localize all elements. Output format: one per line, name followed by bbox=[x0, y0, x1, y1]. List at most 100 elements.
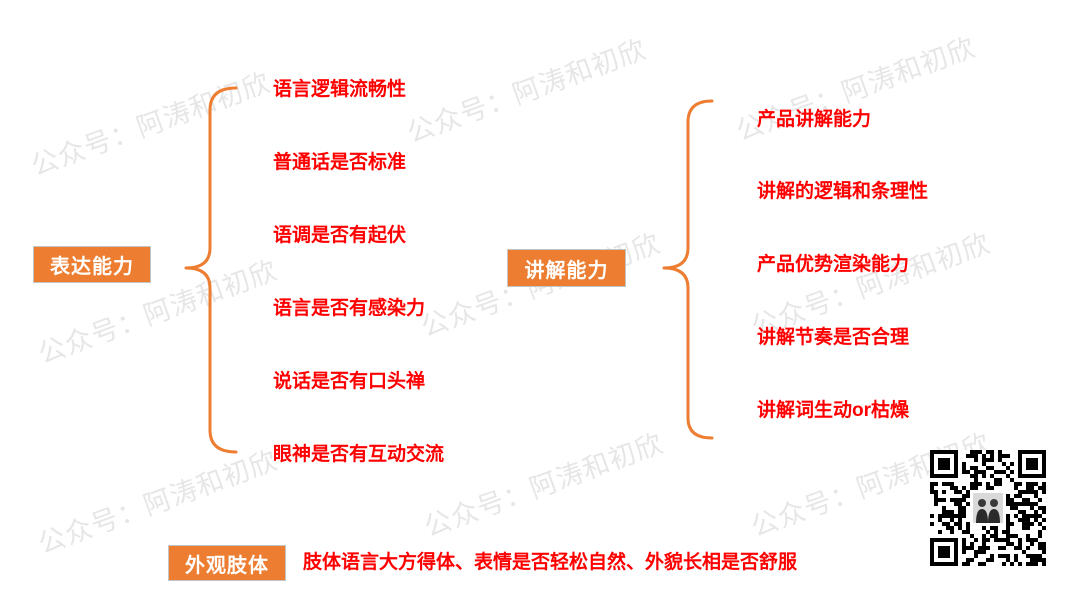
qr-module bbox=[930, 522, 934, 526]
qr-module bbox=[950, 486, 954, 490]
right-brace bbox=[662, 99, 714, 440]
qr-module bbox=[966, 502, 970, 506]
qr-module bbox=[982, 538, 986, 542]
qr-module bbox=[1042, 542, 1046, 546]
qr-module bbox=[1034, 518, 1038, 522]
qr-module bbox=[998, 454, 1002, 458]
qr-module bbox=[1034, 502, 1038, 506]
qr-module bbox=[1042, 518, 1046, 522]
explanation-item: 产品讲解能力 bbox=[757, 109, 872, 130]
qr-module bbox=[970, 542, 974, 546]
qr-module bbox=[1026, 482, 1030, 486]
qr-module bbox=[974, 550, 978, 554]
qr-module bbox=[1030, 502, 1034, 506]
qr-module bbox=[1030, 490, 1034, 494]
qr-module bbox=[990, 454, 994, 458]
qr-module bbox=[1010, 470, 1014, 474]
qr-module bbox=[986, 530, 990, 534]
qr-module bbox=[962, 550, 966, 554]
qr-module bbox=[946, 526, 950, 530]
qr-module bbox=[998, 478, 1002, 482]
qr-module bbox=[966, 562, 970, 566]
qr-module bbox=[1018, 518, 1022, 522]
qr-module bbox=[1042, 550, 1046, 554]
qr-module bbox=[974, 474, 978, 478]
qr-module bbox=[1026, 490, 1030, 494]
qr-module bbox=[1042, 562, 1046, 566]
qr-module bbox=[962, 542, 966, 546]
qr-module bbox=[962, 470, 966, 474]
qr-module bbox=[1010, 462, 1014, 466]
explanation-item: 讲解节奏是否合理 bbox=[757, 327, 910, 348]
qr-module bbox=[1038, 554, 1042, 558]
qr-module bbox=[954, 502, 958, 506]
qr-module bbox=[1026, 554, 1030, 558]
qr-module bbox=[1038, 506, 1042, 510]
qr-module bbox=[1030, 562, 1034, 566]
qr-module bbox=[1042, 506, 1046, 510]
qr-module bbox=[1034, 482, 1038, 486]
qr-module bbox=[1014, 482, 1018, 486]
qr-module bbox=[1018, 510, 1022, 514]
qr-module bbox=[1034, 514, 1038, 518]
qr-module bbox=[1010, 562, 1014, 566]
qr-module bbox=[982, 462, 986, 466]
qr-module bbox=[1014, 506, 1018, 510]
qr-module bbox=[1018, 490, 1022, 494]
qr-module bbox=[1010, 478, 1014, 482]
qr-module bbox=[970, 486, 974, 490]
qr-module bbox=[1042, 546, 1046, 550]
qr-module bbox=[1014, 502, 1018, 506]
qr-module bbox=[994, 526, 998, 530]
qr-module bbox=[970, 450, 974, 454]
qr-module bbox=[986, 482, 990, 486]
qr-module bbox=[982, 526, 986, 530]
qr-module bbox=[990, 466, 994, 470]
qr-finder bbox=[938, 458, 950, 470]
qr-module bbox=[1010, 502, 1014, 506]
qr-module bbox=[970, 466, 974, 470]
qr-module bbox=[1002, 470, 1006, 474]
qr-module bbox=[986, 458, 990, 462]
qr-module bbox=[1006, 454, 1010, 458]
qr-module bbox=[1030, 506, 1034, 510]
qr-module bbox=[950, 530, 954, 534]
qr-module bbox=[990, 534, 994, 538]
qr-module bbox=[1010, 498, 1014, 502]
qr-module bbox=[1018, 546, 1022, 550]
qr-module bbox=[990, 554, 994, 558]
qr-module bbox=[1026, 538, 1030, 542]
expression-item: 语言逻辑流畅性 bbox=[273, 79, 407, 100]
qr-module bbox=[958, 518, 962, 522]
qr-module bbox=[1002, 538, 1006, 542]
qr-module bbox=[942, 510, 946, 514]
qr-module bbox=[962, 506, 966, 510]
qr-module bbox=[958, 498, 962, 502]
qr-module bbox=[934, 498, 938, 502]
qr-module bbox=[982, 562, 986, 566]
qr-module bbox=[1022, 514, 1026, 518]
qr-module bbox=[958, 490, 962, 494]
qr-module bbox=[938, 530, 942, 534]
qr-module bbox=[1002, 454, 1006, 458]
qr-module bbox=[998, 554, 1002, 558]
expression-item: 说话是否有口头禅 bbox=[273, 371, 426, 392]
qr-module bbox=[962, 498, 966, 502]
qr-module bbox=[1006, 518, 1010, 522]
qr-module bbox=[954, 490, 958, 494]
qr-module bbox=[934, 502, 938, 506]
qr-module bbox=[942, 490, 946, 494]
qr-module bbox=[934, 482, 938, 486]
qr-module bbox=[1042, 510, 1046, 514]
qr-module bbox=[950, 526, 954, 530]
qr-module bbox=[1034, 554, 1038, 558]
qr-module bbox=[938, 518, 942, 522]
qr-module bbox=[970, 482, 974, 486]
qr-module bbox=[1006, 530, 1010, 534]
qr-module bbox=[1038, 530, 1042, 534]
qr-avatar-person-head bbox=[978, 499, 986, 507]
qr-module bbox=[990, 558, 994, 562]
appearance-label-box: 外观肢体 bbox=[168, 545, 286, 581]
qr-module bbox=[982, 458, 986, 462]
qr-module bbox=[1014, 546, 1018, 550]
